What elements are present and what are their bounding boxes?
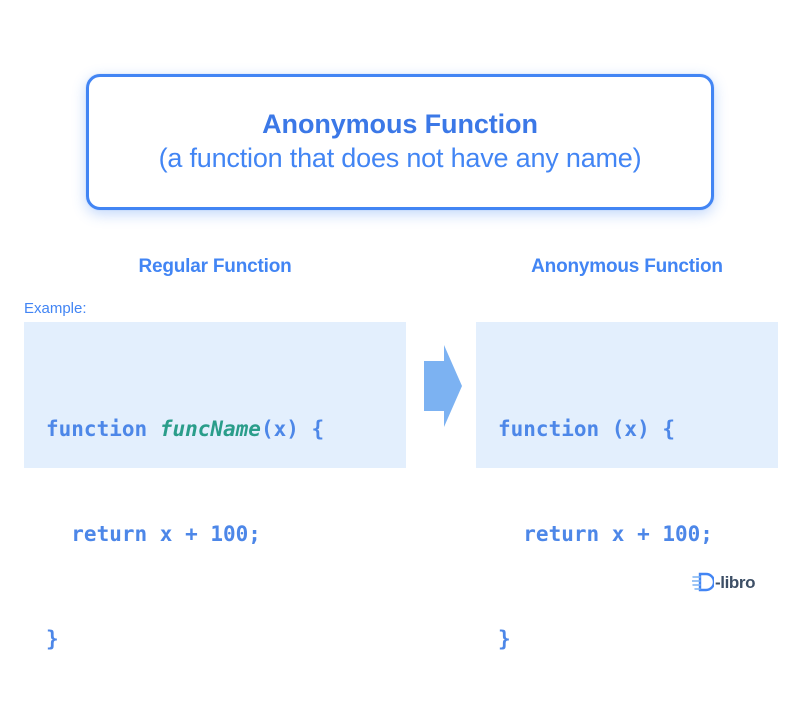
slide-canvas: Anonymous Function (a function that does… bbox=[24, 74, 780, 651]
code-line-3: } bbox=[46, 627, 59, 651]
code-line-2: return x + 100; bbox=[498, 522, 713, 546]
example-label: Example: bbox=[24, 300, 87, 317]
code-token-params-open: (x) { bbox=[260, 417, 325, 441]
title-callout-box: Anonymous Function (a function that does… bbox=[86, 74, 714, 210]
right-column-heading: Anonymous Function bbox=[531, 256, 723, 277]
left-column-heading: Regular Function bbox=[138, 256, 292, 277]
page-title: Anonymous Function bbox=[262, 108, 538, 139]
page-subtitle: (a function that does not have any name) bbox=[158, 143, 642, 174]
code-line-2: return x + 100; bbox=[46, 522, 261, 546]
code-line-3: } bbox=[498, 627, 511, 651]
d-libro-logo-icon bbox=[692, 572, 714, 592]
logo-wordmark: -libro bbox=[715, 572, 756, 592]
code-token-function-keyword: function bbox=[46, 417, 160, 441]
brand-logo: -libro bbox=[692, 570, 780, 594]
code-token-function-name: funcName bbox=[159, 417, 261, 441]
anonymous-function-code-block: function (x) { return x + 100; } bbox=[476, 322, 778, 651]
code-line-1: function funcName(x) { bbox=[46, 412, 406, 447]
right-arrow-icon bbox=[424, 345, 462, 427]
regular-function-code-block: function funcName(x) { return x + 100; } bbox=[24, 322, 406, 651]
code-line-1: function (x) { bbox=[498, 417, 676, 441]
